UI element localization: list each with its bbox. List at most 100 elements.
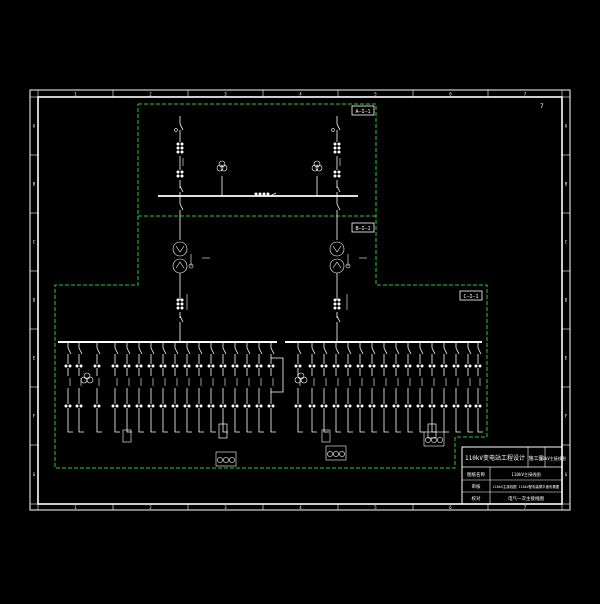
- transformer-winding-hv: [329, 241, 345, 257]
- current-transformer: [262, 192, 266, 196]
- current-transformer: [207, 364, 211, 368]
- current-transformer: [255, 364, 259, 368]
- current-transformer: [176, 146, 180, 150]
- lv-bus-tie: [271, 357, 284, 393]
- current-transformer: [368, 404, 372, 408]
- lv-feeder-bay: [207, 342, 216, 433]
- current-transformer: [333, 298, 337, 302]
- disconnector-blade: [150, 347, 155, 355]
- border-tick-label-bottom: 6: [449, 505, 452, 510]
- grounding-resistor: [122, 429, 132, 443]
- lv-feeder-bay: [294, 342, 303, 433]
- disconnector-blade: [138, 347, 143, 355]
- sheet-number: 7: [540, 103, 544, 110]
- cable-outlet: [335, 418, 341, 433]
- hv-bus-section-switch: [254, 192, 277, 197]
- border-tick-label-bottom: 4: [299, 505, 302, 510]
- cable-outlet: [78, 418, 84, 433]
- current-transformer: [440, 404, 444, 408]
- disconnector-blade: [395, 347, 400, 355]
- border-tick-label-bottom: 5: [374, 505, 377, 510]
- current-transformer: [344, 404, 348, 408]
- lv-feeder-bay: [356, 342, 365, 433]
- main-transformer-right: [329, 241, 367, 342]
- current-transformer: [79, 364, 83, 368]
- current-transformer: [332, 364, 336, 368]
- current-transformer: [298, 404, 302, 408]
- lv-feeder-bay: [147, 342, 156, 433]
- hv-incoming-bay-right: [311, 116, 341, 240]
- section-label-c-text: C—I—1: [463, 294, 478, 300]
- current-transformer: [115, 364, 119, 368]
- current-transformer: [444, 364, 448, 368]
- current-transformer: [111, 364, 115, 368]
- cable-outlet: [467, 418, 473, 433]
- current-transformer: [408, 364, 412, 368]
- station-transformer: [431, 437, 437, 443]
- station-transformer-box: [325, 445, 347, 461]
- current-transformer: [123, 364, 127, 368]
- current-transformer: [187, 404, 191, 408]
- cable-outlet: [246, 418, 252, 433]
- border-tick-label-left: D: [33, 298, 36, 303]
- title-block: 110kV变电站工程设计 施工图 11kV主接线图 图纸名称 110kV主接线图…: [461, 446, 566, 505]
- current-transformer: [372, 404, 376, 408]
- lv-feeder-bays: [64, 342, 483, 467]
- lv-feeder-bay: [75, 342, 84, 433]
- current-transformer: [243, 364, 247, 368]
- substation-boundary: [54, 103, 488, 469]
- voltage-transformer: [220, 164, 228, 172]
- voltage-transformer: [216, 164, 224, 172]
- border-tick-label-bottom: 2: [149, 505, 152, 510]
- transformer-winding-lv: [329, 258, 345, 274]
- disconnector-blade: [179, 185, 184, 193]
- current-transformer: [337, 298, 341, 302]
- lv-feeder-bay: [380, 342, 389, 433]
- current-transformer: [474, 364, 478, 368]
- current-transformer: [440, 364, 444, 368]
- current-transformer: [337, 142, 341, 146]
- border-tick-label-top: 3: [224, 92, 227, 97]
- current-transformer: [416, 404, 420, 408]
- cable-outlet: [258, 418, 264, 433]
- transformer-winding-lv: [172, 258, 188, 274]
- main-transformer-left: [172, 241, 210, 342]
- current-transformer: [356, 404, 360, 408]
- current-transformer: [404, 364, 408, 368]
- current-transformer: [478, 364, 482, 368]
- current-transformer: [139, 364, 143, 368]
- grounding-resistor: [321, 429, 331, 443]
- neutral-earthing: [345, 263, 351, 269]
- voltage-transformer: [315, 164, 323, 172]
- border-tick-label-right: F: [565, 414, 568, 419]
- disconnector-blade: [297, 347, 302, 355]
- current-transformer: [408, 404, 412, 408]
- current-transformer: [337, 150, 341, 154]
- title-stage: 施工图: [528, 455, 543, 462]
- current-transformer: [259, 404, 263, 408]
- disconnector-blade: [455, 347, 460, 355]
- border-tick-label-top: 7: [524, 92, 527, 97]
- disconnector-blade: [323, 347, 328, 355]
- lv-feeder-bay: [427, 342, 437, 439]
- lv-feeder-bay: [344, 342, 353, 433]
- current-transformer: [368, 364, 372, 368]
- bus-voltage-transformer: [80, 376, 88, 384]
- earth-switch: [174, 128, 178, 132]
- border-tick-label-bottom: 3: [224, 505, 227, 510]
- current-transformer: [333, 306, 337, 310]
- current-transformer: [180, 306, 184, 310]
- border-tick-label-right: E: [565, 356, 568, 361]
- disconnector-blade: [179, 203, 184, 211]
- disconnector-blade: [162, 347, 167, 355]
- border-tick-label-right: G: [565, 472, 568, 477]
- current-transformer: [171, 404, 175, 408]
- current-transformer: [464, 404, 468, 408]
- current-transformer: [420, 364, 424, 368]
- current-transformer: [333, 174, 337, 178]
- current-transformer: [176, 302, 180, 306]
- station-transformer-box: [215, 451, 237, 467]
- current-transformer: [337, 146, 341, 150]
- lv-feeder-bay: [320, 342, 329, 433]
- current-transformer: [420, 404, 424, 408]
